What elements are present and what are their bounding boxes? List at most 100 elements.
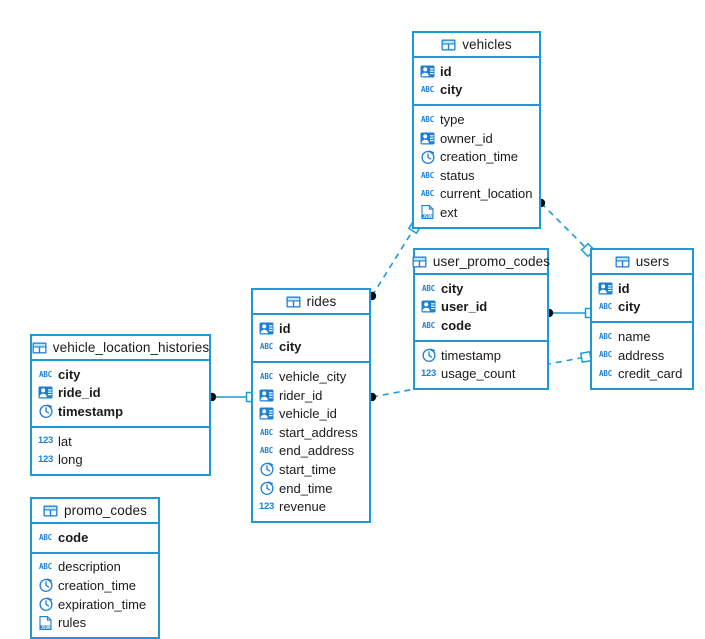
column-name: name: [618, 328, 651, 344]
column-row[interactable]: owner_id: [414, 129, 539, 148]
column-name: address: [618, 347, 665, 363]
key-id-icon: [259, 406, 274, 421]
column-name: creation_time: [58, 577, 137, 593]
abc-string-icon: ABC: [422, 320, 435, 330]
column-row[interactable]: ABC start_address: [253, 423, 369, 442]
column-name: expiration_time: [58, 596, 147, 612]
column-row[interactable]: timestamp: [415, 346, 547, 365]
column-name: rider_id: [279, 387, 323, 403]
table-title: vehicle_location_histories: [52, 340, 210, 355]
table-grid-icon: [32, 340, 47, 355]
abc-string-icon: ABC: [260, 427, 273, 437]
clock-timestamp-icon: [420, 149, 435, 164]
column-row[interactable]: creation_time: [32, 576, 158, 595]
clock-timestamp-icon: [421, 348, 436, 363]
table-header[interactable]: vehicle_location_histories: [32, 336, 209, 361]
column-name: city: [618, 299, 641, 315]
table-title: promo_codes: [64, 503, 147, 518]
abc-string-icon: ABC: [260, 446, 273, 456]
column-row[interactable]: user_id: [415, 298, 547, 317]
column-name: vehicle_city: [279, 368, 347, 384]
key-id-icon: [259, 321, 274, 336]
column-row[interactable]: rider_id: [253, 386, 369, 405]
column-row[interactable]: end_time: [253, 479, 369, 498]
column-name: description: [58, 559, 121, 575]
column-name: owner_id: [440, 130, 493, 146]
key-id-icon: [420, 131, 435, 146]
column-name: type: [440, 111, 465, 127]
clock-timestamp-icon: [38, 404, 53, 419]
column-row[interactable]: ABC code: [415, 316, 547, 335]
column-name: status: [440, 167, 475, 183]
column-name: code: [441, 317, 472, 333]
svg-text:JSON: JSON: [423, 214, 433, 219]
abc-string-icon: ABC: [421, 189, 434, 199]
column-row[interactable]: id: [414, 62, 539, 81]
column-name: current_location: [440, 186, 533, 202]
column-row[interactable]: timestamp: [32, 402, 209, 421]
column-row[interactable]: creation_time: [414, 147, 539, 166]
table-header[interactable]: vehicles: [414, 33, 539, 58]
column-row[interactable]: vehicle_id: [253, 404, 369, 423]
column-name: id: [440, 63, 452, 79]
column-row[interactable]: id: [592, 279, 692, 298]
table-title: vehicles: [462, 37, 512, 52]
column-name: start_address: [279, 424, 358, 440]
json-document-icon: JSON: [420, 205, 435, 220]
relationship-vehicle-location-histories-to-rides[interactable]: [207, 391, 257, 403]
column-name: id: [279, 320, 291, 336]
table-header[interactable]: promo_codes: [32, 499, 158, 524]
abc-string-icon: ABC: [39, 369, 52, 379]
abc-string-icon: ABC: [599, 331, 612, 341]
table-header[interactable]: user_promo_codes: [412, 250, 550, 275]
column-row[interactable]: ride_id: [32, 384, 209, 403]
key-id-icon: [598, 281, 613, 296]
table-header[interactable]: users: [592, 250, 692, 275]
abc-string-icon: ABC: [422, 283, 435, 293]
key-id-icon: [420, 64, 435, 79]
table-grid-icon: [441, 37, 456, 52]
123-number-icon: 123: [259, 500, 274, 512]
column-name: long: [58, 452, 83, 468]
column-row[interactable]: id: [253, 319, 369, 338]
column-row[interactable]: ABC current_location: [414, 185, 539, 204]
column-row[interactable]: expiration_time: [32, 595, 158, 614]
column-row[interactable]: ABC name: [592, 327, 692, 346]
table-header[interactable]: rides: [253, 290, 369, 315]
relationship-user-promo-codes-to-users[interactable]: [544, 307, 596, 319]
column-row[interactable]: start_time: [253, 460, 369, 479]
123-number-icon: 123: [38, 435, 53, 447]
123-number-icon: 123: [421, 367, 436, 379]
